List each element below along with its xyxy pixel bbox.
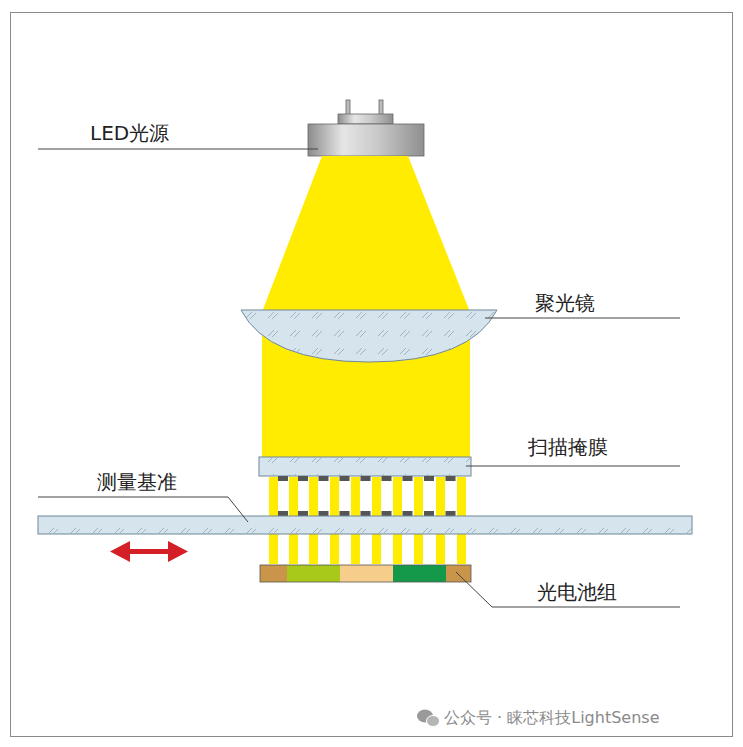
grating-bar — [361, 476, 371, 481]
photocell-array — [260, 565, 471, 582]
grating-bar — [298, 511, 308, 516]
part-label: 扫描掩膜 — [528, 435, 608, 459]
condenser-lens — [241, 310, 497, 362]
grating-bar — [403, 476, 413, 481]
part-label: 测量基准 — [97, 470, 177, 494]
part-label: 聚光镜 — [535, 291, 595, 315]
grating-bar — [298, 476, 308, 481]
grating-bar — [278, 511, 288, 516]
grating-bar — [382, 476, 392, 481]
grating-bar — [278, 476, 288, 481]
grating-bar — [319, 511, 329, 516]
grating-bar — [446, 476, 456, 481]
grating-bar — [382, 511, 392, 516]
grating-bar — [340, 511, 350, 516]
wechat-icon — [417, 710, 440, 727]
grating-bar — [424, 476, 434, 481]
grating-bar — [446, 511, 456, 516]
part-label: LED光源 — [90, 121, 169, 145]
frame — [11, 13, 733, 737]
light-beam — [262, 156, 470, 312]
grating-bar — [340, 476, 350, 481]
grating-bar — [424, 511, 434, 516]
measuring-scale — [38, 516, 692, 534]
led-source — [308, 100, 424, 156]
motion-arrow — [110, 541, 188, 562]
watermark: 公众号 · 睐芯科技LightSense — [444, 708, 660, 728]
part-label: 光电池组 — [537, 580, 617, 604]
grating-bar — [361, 511, 371, 516]
leader-line — [38, 149, 680, 607]
grating-bar — [403, 511, 413, 516]
scanning-mask — [259, 457, 471, 476]
grating-bar — [319, 476, 329, 481]
